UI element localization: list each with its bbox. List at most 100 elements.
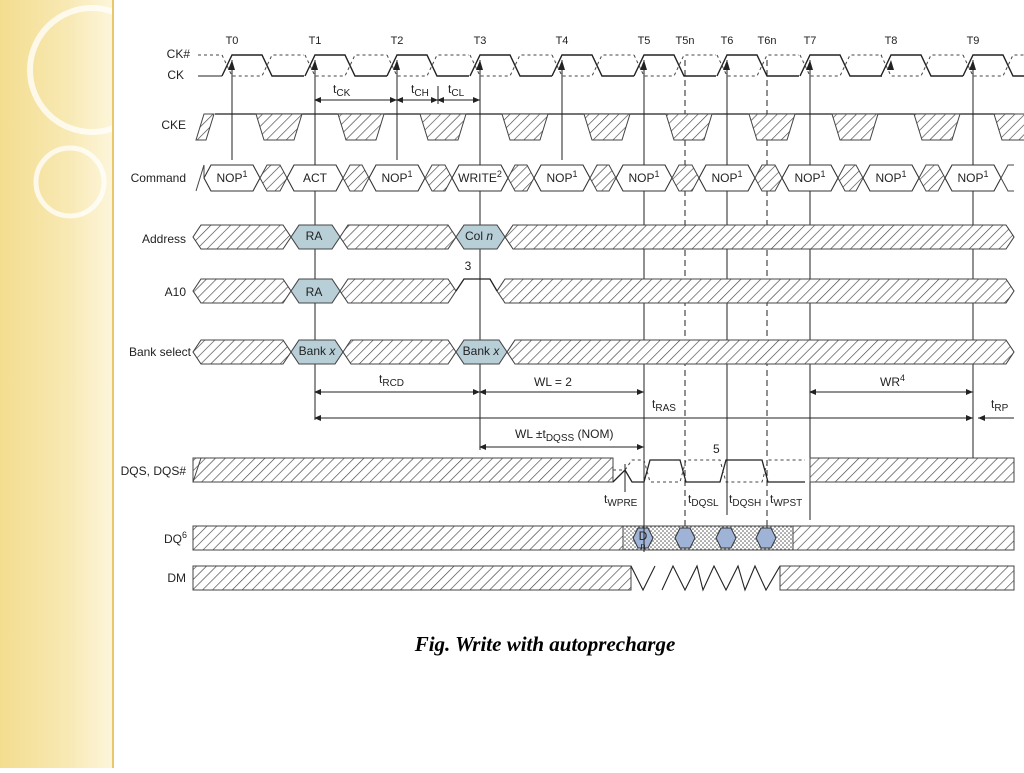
bank-x-label-2: Bank x — [463, 344, 501, 358]
dqs-dont-care — [192, 457, 614, 483]
cke-dont-care — [993, 113, 1024, 141]
signal-label-bank-select: Bank select — [129, 345, 192, 359]
command-end — [1000, 164, 1014, 192]
cke-dont-care — [195, 113, 215, 141]
wl-label: WL = 2 — [534, 375, 572, 389]
ck-cycle — [469, 54, 552, 77]
dm-dont-care — [192, 565, 632, 591]
bus-dont-care — [339, 278, 457, 304]
command-label: NOP1 — [711, 169, 742, 185]
cke-dont-care — [913, 113, 961, 141]
ck-cycle — [880, 54, 963, 77]
a10-high-pulse — [455, 278, 498, 292]
signal-label-ck-bar: CK# — [167, 47, 191, 61]
command-start — [195, 164, 205, 192]
a10-signal — [192, 278, 1015, 304]
command-label: WRITE2 — [458, 169, 502, 185]
cke-dont-care — [501, 113, 549, 141]
bus-dont-care — [192, 278, 292, 304]
command-label: NOP1 — [957, 169, 988, 185]
signal-label-dqs: DQS, DQS# — [121, 464, 187, 478]
dq-data-beat — [755, 527, 777, 549]
signal-label-a10: A10 — [165, 285, 187, 299]
rising-edge-marker — [887, 60, 894, 70]
trp-label: tRP — [991, 397, 1009, 414]
signal-label-dq: DQ6 — [164, 530, 187, 546]
dq-bus — [192, 525, 1015, 551]
bus-dont-care — [506, 339, 1015, 365]
rising-edge-marker — [228, 60, 235, 70]
dq-dont-care — [192, 525, 624, 551]
bus-dont-care — [342, 339, 457, 365]
command-label: NOP1 — [216, 169, 247, 185]
tras-label: tRAS — [652, 397, 676, 414]
clock-waveform — [198, 54, 1024, 77]
bank-x-label-1: Bank x — [299, 344, 337, 358]
cke-dont-care — [748, 113, 796, 141]
rising-edge-marker — [393, 60, 400, 70]
address-bus — [192, 224, 1015, 250]
tdqsl-label: tDQSL — [688, 492, 719, 509]
clock-label-t5n: T5n — [676, 35, 695, 47]
signal-label-command: Command — [131, 171, 186, 185]
address-ra-label: RA — [306, 229, 323, 243]
ck-cycle — [221, 54, 304, 77]
dq-dont-care — [792, 525, 1015, 551]
timing-annotations — [314, 86, 1014, 552]
cke-dont-care — [583, 113, 631, 141]
command-label: NOP1 — [794, 169, 825, 185]
rising-edge-marker — [969, 60, 976, 70]
ck-cycle — [799, 54, 882, 77]
bus-dont-care — [504, 224, 1015, 250]
bank-select-bus — [192, 339, 1015, 365]
command-label: NOP1 — [546, 169, 577, 185]
clock-label-t2: T2 — [391, 35, 404, 47]
clock-label-t4: T4 — [556, 35, 569, 47]
twpre-label: tWPRE — [604, 492, 638, 509]
signal-label-cke: CKE — [161, 118, 186, 132]
ck-cycle — [716, 54, 799, 77]
cke-dont-care — [255, 113, 303, 141]
clock-label-t1: T1 — [309, 35, 322, 47]
address-col-label: Col n — [465, 229, 493, 243]
dm-dont-care — [779, 565, 1015, 591]
command-label: NOP1 — [875, 169, 906, 185]
dqs-dont-care — [809, 457, 1015, 483]
clock-label-t8: T8 — [885, 35, 898, 47]
bus-dont-care — [192, 339, 292, 365]
dqs-strobe — [612, 459, 805, 483]
trcd-label: tRCD — [379, 372, 404, 389]
clock-label-t3: T3 — [474, 35, 487, 47]
command-gap — [671, 164, 700, 192]
sidebar-border — [112, 0, 114, 768]
command-gap — [342, 164, 370, 192]
command-label: NOP1 — [381, 169, 412, 185]
tck-label: tCK — [333, 82, 351, 99]
wr-label: WR4 — [880, 373, 905, 389]
figure-caption: Fig. Write with autoprecharge — [414, 632, 676, 656]
dqs-edge — [192, 457, 202, 483]
cke-dont-care — [337, 113, 385, 141]
clock-label-t5: T5 — [638, 35, 651, 47]
note-5: 5 — [713, 442, 720, 456]
dq-data-beat — [632, 527, 654, 549]
clock-label-t9: T9 — [967, 35, 980, 47]
rising-edge-marker — [476, 60, 483, 70]
command-gap — [918, 164, 946, 192]
ck-cycle — [304, 54, 387, 77]
cke-dont-care — [419, 113, 467, 141]
decorative-sidebar — [0, 0, 157, 768]
signal-label-dm: DM — [167, 571, 186, 585]
command-gap — [837, 164, 864, 192]
command-label: NOP1 — [628, 169, 659, 185]
signal-label-ck: CK — [167, 68, 184, 82]
note-3: 3 — [465, 259, 472, 273]
clock-label-t7: T7 — [804, 35, 817, 47]
command-gap — [754, 164, 783, 192]
wl-tdqss-label: WL ±tDQSS (NOM) — [515, 427, 614, 444]
cke-dont-care — [831, 113, 879, 141]
rising-edge-marker — [806, 60, 813, 70]
